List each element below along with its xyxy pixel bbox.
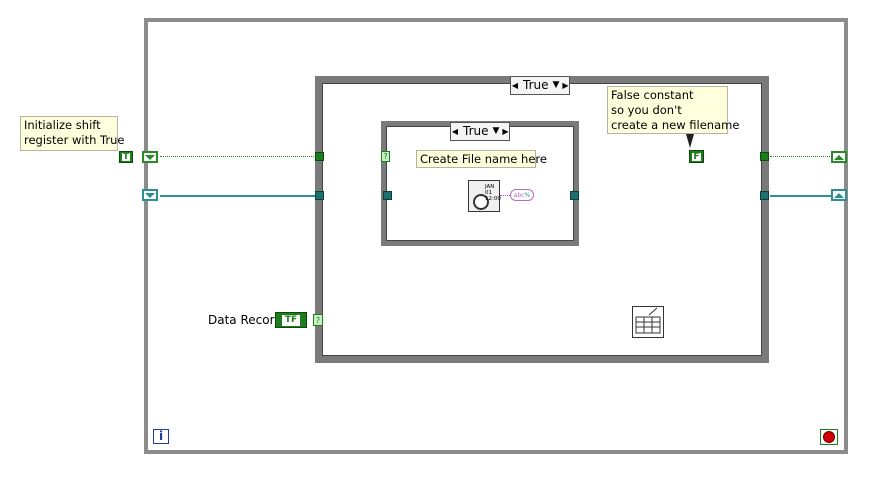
- inner-case-tunnel-path-in[interactable]: [383, 191, 392, 200]
- wire-path-1[interactable]: [160, 195, 316, 197]
- data-record-terminal[interactable]: TF: [275, 312, 307, 328]
- selector-dropdown-icon[interactable]: ▼: [552, 80, 560, 90]
- shift-register-left-path[interactable]: [142, 189, 158, 201]
- outer-case-tunnel-path-out[interactable]: [760, 191, 769, 200]
- shift-arrow-up-icon: [834, 154, 844, 160]
- format-into-string-node[interactable]: abc%: [510, 189, 534, 201]
- inner-case-selector-terminal[interactable]: ?: [381, 151, 390, 162]
- data-record-label: Data Record: [208, 313, 282, 327]
- stop-icon: [823, 431, 835, 443]
- write-spreadsheet-node[interactable]: [632, 306, 664, 338]
- selector-left-arrow-icon[interactable]: ◀: [511, 81, 519, 90]
- selector-dropdown-icon[interactable]: ▼: [492, 126, 500, 136]
- selector-right-arrow-icon[interactable]: ▶: [502, 127, 509, 136]
- inner-case-structure[interactable]: [381, 121, 579, 246]
- loop-stop-terminal[interactable]: [820, 429, 838, 445]
- wire-boolean-4[interactable]: [770, 156, 832, 157]
- comment-create-file-name: Create File name here: [416, 150, 547, 168]
- true-constant[interactable]: T: [119, 151, 133, 163]
- outer-case-selector-terminal[interactable]: ?: [313, 314, 323, 326]
- outer-case-selector-label: True: [523, 78, 549, 92]
- outer-case-selector[interactable]: ◀ True ▼ ▶: [510, 76, 571, 95]
- get-date-time-node[interactable]: JAN 01 12:00: [468, 180, 501, 212]
- shift-register-left-boolean[interactable]: [142, 151, 158, 163]
- outer-case-tunnel-boolean-in[interactable]: [315, 152, 324, 161]
- spreadsheet-pencil-icon: [635, 307, 661, 334]
- shift-arrow-down-icon: [145, 192, 155, 198]
- wire-path-5[interactable]: [770, 195, 832, 197]
- shift-register-right-path[interactable]: [831, 189, 847, 201]
- shift-arrow-down-icon: [145, 154, 155, 160]
- outer-case-tunnel-boolean-out[interactable]: [760, 152, 769, 161]
- inner-case-tunnel-path-out[interactable]: [570, 191, 579, 200]
- comment-initialize-shift-register: Initialize shift register with True: [20, 116, 125, 151]
- shift-register-right-boolean[interactable]: [831, 151, 847, 163]
- data-record-type: TF: [281, 314, 301, 326]
- clock-icon: [473, 194, 489, 210]
- timestamp-wire: [500, 195, 510, 196]
- selector-right-arrow-icon[interactable]: ▶: [562, 81, 569, 90]
- inner-case-selector[interactable]: ◀ True ▼ ▶: [450, 122, 511, 141]
- false-constant[interactable]: F: [689, 150, 704, 163]
- selector-left-arrow-icon[interactable]: ◀: [451, 127, 459, 136]
- shift-arrow-up-icon: [834, 192, 844, 198]
- comment-false-constant: False constant so you don't create a new…: [607, 86, 739, 134]
- inner-case-selector-label: True: [463, 124, 489, 138]
- calendar-text: JAN 01 12:00: [485, 184, 501, 202]
- outer-case-tunnel-path-in[interactable]: [315, 191, 324, 200]
- comment-pointer-arrow: [686, 134, 694, 148]
- wire-boolean-1[interactable]: [160, 156, 316, 157]
- loop-iteration-terminal[interactable]: i: [153, 429, 169, 444]
- while-loop[interactable]: [144, 18, 848, 454]
